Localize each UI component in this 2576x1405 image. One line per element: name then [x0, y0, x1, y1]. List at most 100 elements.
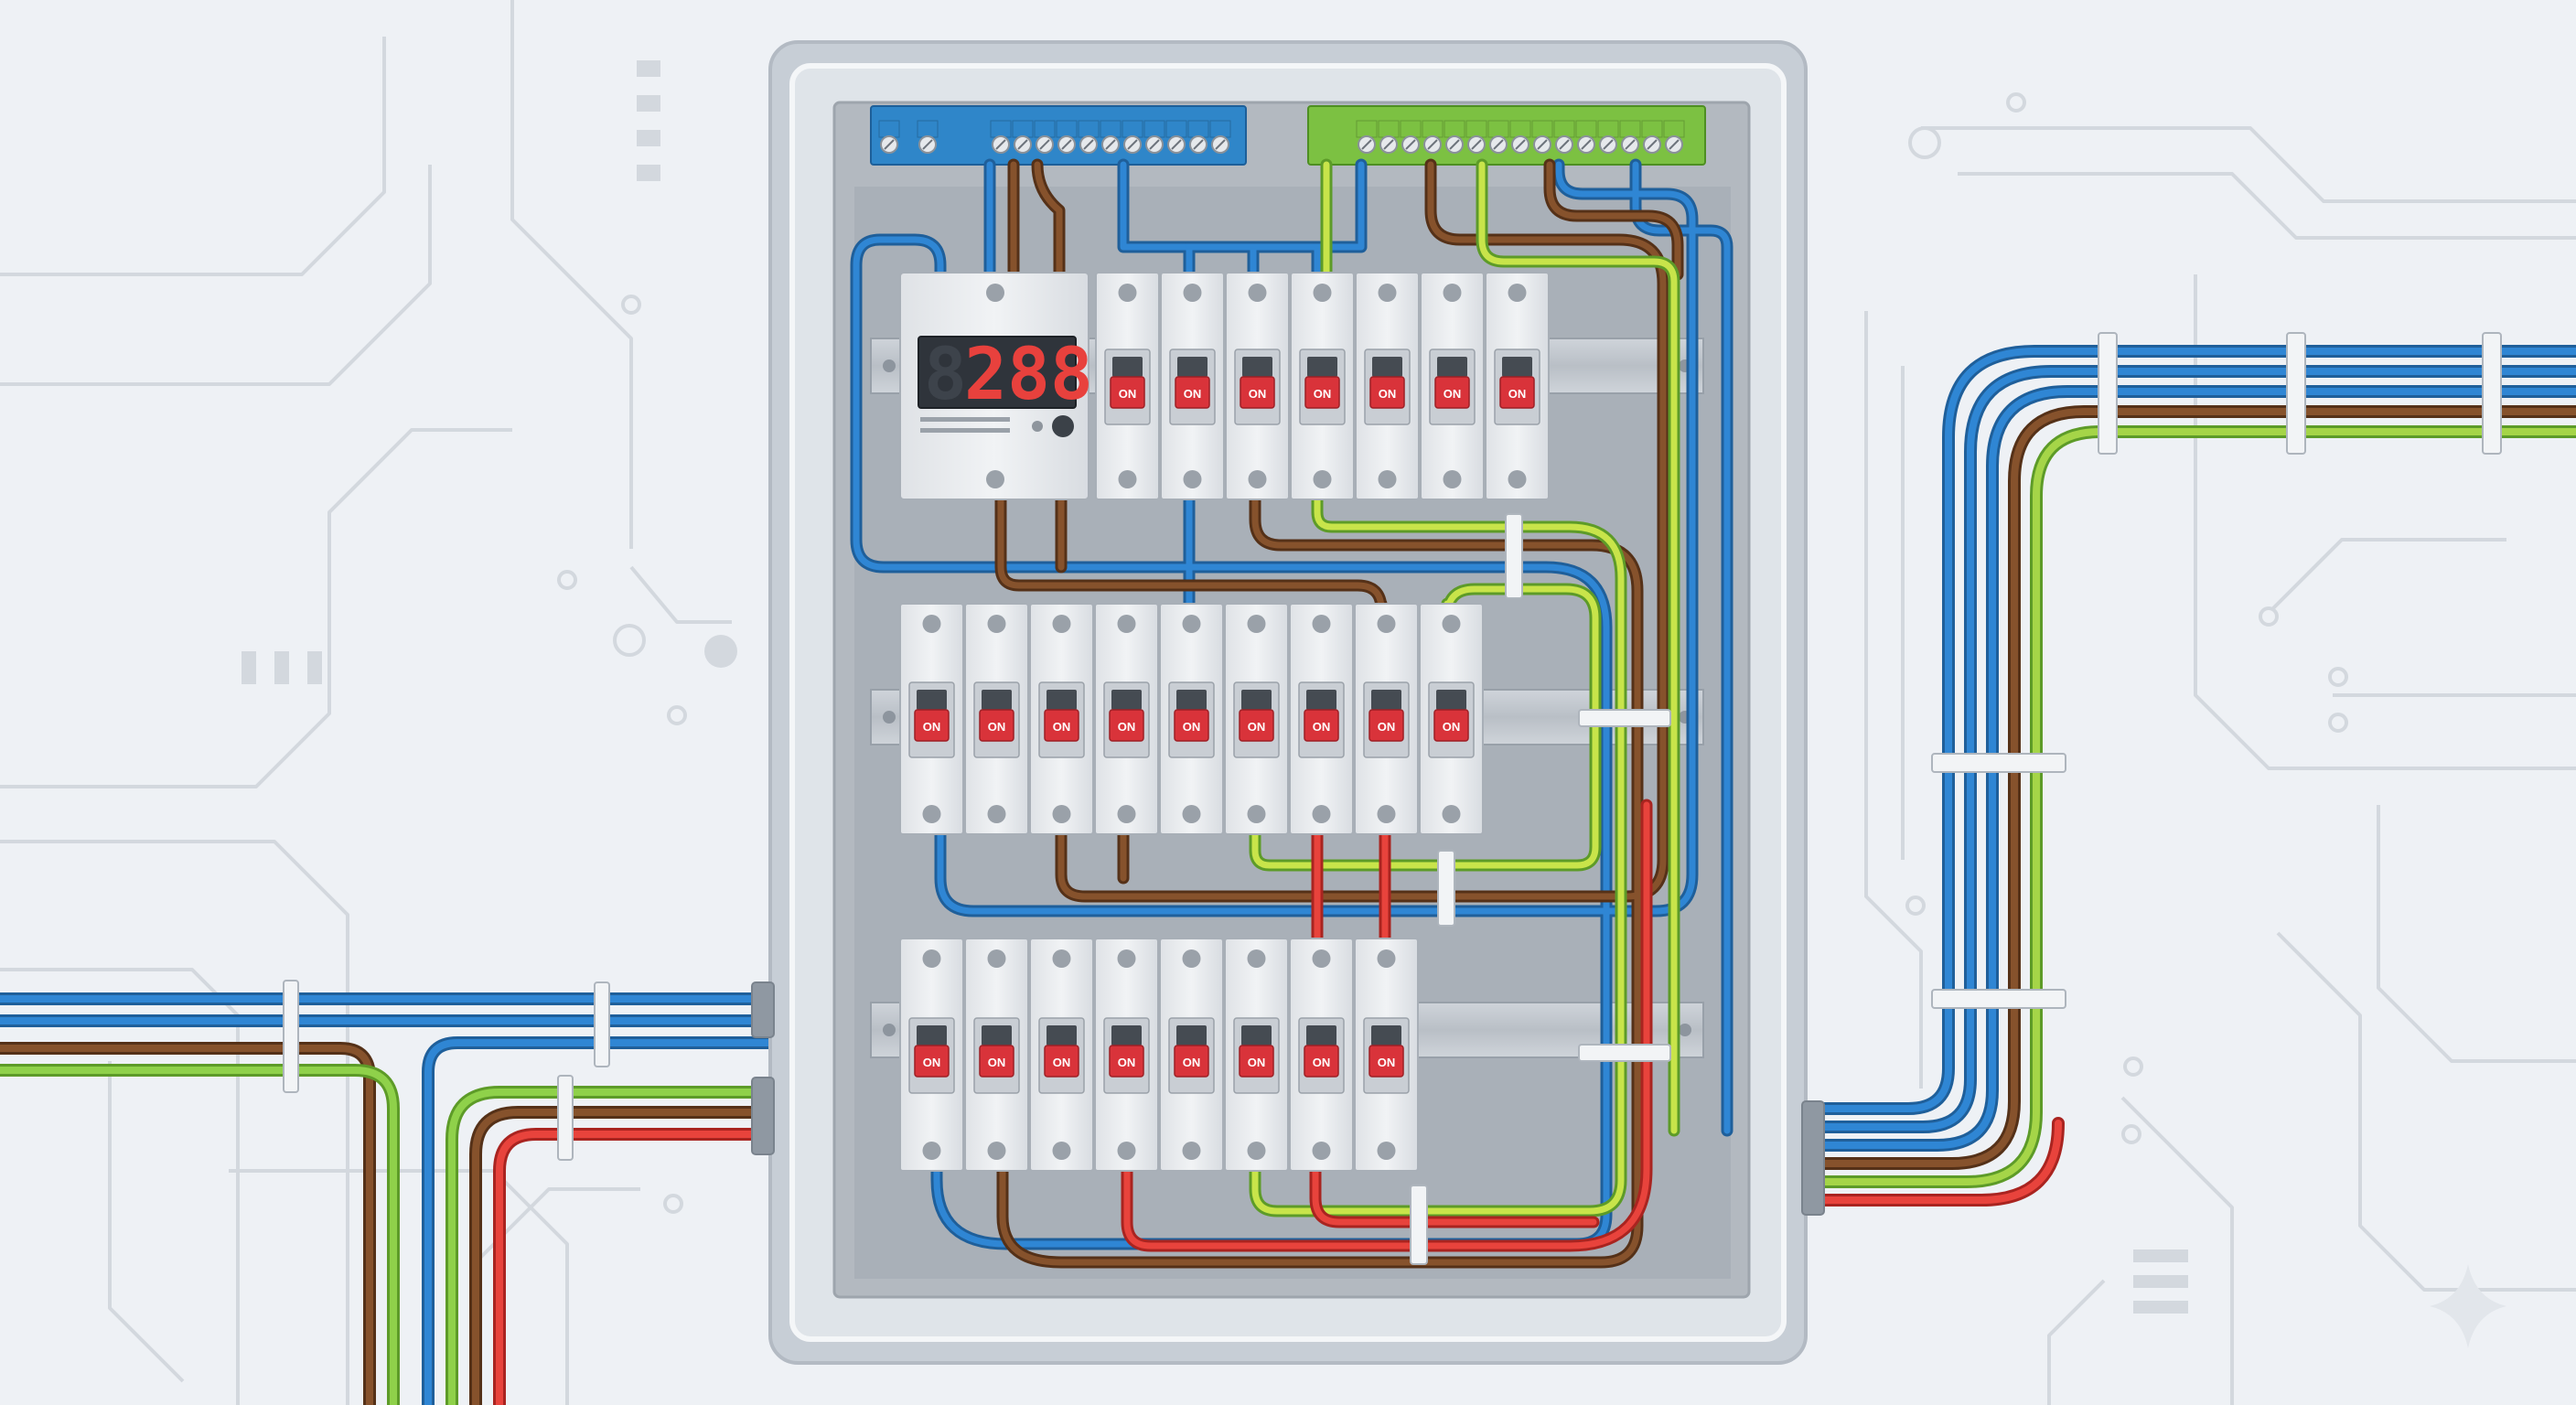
circuit-breaker[interactable]: ON: [1095, 272, 1160, 500]
breaker-toggle[interactable]: [979, 1045, 1014, 1078]
circuit-breaker[interactable]: ON: [1159, 938, 1224, 1172]
circuit-breaker[interactable]: ON: [1354, 938, 1419, 1172]
circuit-breaker[interactable]: ON: [1094, 603, 1159, 835]
meter-ghost-digit: 8: [924, 334, 967, 416]
breaker-state-label: ON: [1249, 387, 1267, 401]
left-cable-bundle-lower: [422, 1036, 775, 1405]
terminal-screw: [1078, 120, 1100, 154]
breaker-state-label: ON: [1118, 1056, 1136, 1069]
breaker-toggle[interactable]: [1174, 709, 1209, 742]
breaker-state-label: ON: [1314, 387, 1332, 401]
breaker-toggle[interactable]: [1304, 709, 1339, 742]
breaker-state-label: ON: [1183, 1056, 1201, 1069]
circuit-breaker[interactable]: ON: [1159, 603, 1224, 835]
terminal-screw: [1509, 120, 1531, 154]
breaker-toggle[interactable]: [1239, 709, 1274, 742]
terminal-screw: [1400, 120, 1422, 154]
circuit-breaker[interactable]: ON: [1224, 938, 1289, 1172]
circuit-breaker[interactable]: ON: [1485, 272, 1550, 500]
breaker-state-label: ON: [1053, 720, 1071, 734]
circuit-breaker[interactable]: ON: [1355, 272, 1420, 500]
meter-reading: 288: [964, 334, 1093, 416]
terminal-screw: [1531, 120, 1553, 154]
breaker-state-label: ON: [1313, 1056, 1331, 1069]
breaker-toggle[interactable]: [1304, 376, 1340, 409]
terminal-screw: [1575, 120, 1597, 154]
breaker-row-1: ON ON ON ON ON ON ON: [1095, 272, 1550, 500]
terminal-screw: [1422, 120, 1444, 154]
terminal-screw: [1143, 120, 1165, 154]
breaker-toggle[interactable]: [1174, 1045, 1209, 1078]
internal-cable-ties: [1410, 513, 1671, 1265]
breaker-toggle[interactable]: [1434, 376, 1470, 409]
internal-wiring: [850, 158, 1733, 1269]
breaker-toggle[interactable]: [1240, 376, 1275, 409]
circuit-breaker[interactable]: ON: [899, 938, 964, 1172]
terminal-screw: [1444, 120, 1465, 154]
breaker-toggle[interactable]: [1369, 376, 1405, 409]
breaker-toggle[interactable]: [1044, 1045, 1079, 1078]
terminal-screw: [1012, 120, 1034, 154]
terminal-screw: [990, 120, 1012, 154]
terminal-screw: [1378, 120, 1400, 154]
breaker-state-label: ON: [1119, 387, 1137, 401]
terminal-screw: [917, 120, 939, 154]
circuit-breaker[interactable]: ON: [1289, 938, 1354, 1172]
circuit-breaker[interactable]: ON: [899, 603, 964, 835]
circuit-breaker[interactable]: ON: [1029, 603, 1094, 835]
circuit-breaker[interactable]: ON: [1225, 272, 1290, 500]
circuit-breaker[interactable]: ON: [964, 603, 1029, 835]
circuit-breaker[interactable]: ON: [1224, 603, 1289, 835]
circuit-breaker[interactable]: ON: [964, 938, 1029, 1172]
circuit-breaker[interactable]: ON: [1160, 272, 1225, 500]
breaker-toggle[interactable]: [1368, 709, 1404, 742]
terminal-screw: [1165, 120, 1187, 154]
breaker-toggle[interactable]: [1433, 709, 1469, 742]
breaker-toggle[interactable]: [1304, 1045, 1339, 1078]
terminal-screw: [1465, 120, 1487, 154]
breaker-state-label: ON: [1118, 720, 1136, 734]
breaker-toggle[interactable]: [1044, 709, 1079, 742]
circuit-breaker[interactable]: ON: [1419, 603, 1484, 835]
breaker-state-label: ON: [1379, 387, 1397, 401]
background-bar-marks: [242, 60, 2188, 1314]
circuit-breaker[interactable]: ON: [1354, 603, 1419, 835]
circuit-breaker[interactable]: ON: [1290, 272, 1355, 500]
breaker-state-label: ON: [1508, 387, 1527, 401]
breaker-toggle[interactable]: [914, 709, 950, 742]
breaker-toggle[interactable]: [1175, 376, 1210, 409]
circuit-breaker[interactable]: ON: [1094, 938, 1159, 1172]
breaker-toggle[interactable]: [1239, 1045, 1274, 1078]
breaker-toggle[interactable]: [1499, 376, 1535, 409]
breaker-toggle[interactable]: [1109, 709, 1144, 742]
earth-terminal-block: [1307, 105, 1706, 166]
left-cable-ties: [283, 980, 610, 1161]
circuit-breaker[interactable]: ON: [1029, 938, 1094, 1172]
terminal-screw: [1641, 120, 1663, 154]
breaker-toggle[interactable]: [1109, 1045, 1144, 1078]
background-trace-nodes: [557, 92, 2348, 1214]
breaker-state-label: ON: [1183, 720, 1201, 734]
energy-meter: 8 288: [899, 272, 1093, 500]
cable-glands: [751, 981, 1825, 1216]
breaker-state-label: ON: [1248, 720, 1266, 734]
circuit-breaker[interactable]: ON: [1420, 272, 1485, 500]
breaker-toggle[interactable]: [1110, 376, 1145, 409]
terminal-screw: [1034, 120, 1056, 154]
breaker-state-label: ON: [923, 1056, 941, 1069]
circuit-breaker[interactable]: ON: [1289, 603, 1354, 835]
breaker-toggle[interactable]: [979, 709, 1014, 742]
right-cable-ties: [1931, 332, 2502, 1009]
terminal-screw: [878, 120, 900, 154]
breaker-state-label: ON: [1378, 1056, 1396, 1069]
breaker-toggle[interactable]: [914, 1045, 950, 1078]
right-cable-bundle: [1805, 345, 2576, 1207]
breaker-toggle[interactable]: [1368, 1045, 1404, 1078]
terminal-screw: [1597, 120, 1619, 154]
terminal-screw: [1100, 120, 1122, 154]
